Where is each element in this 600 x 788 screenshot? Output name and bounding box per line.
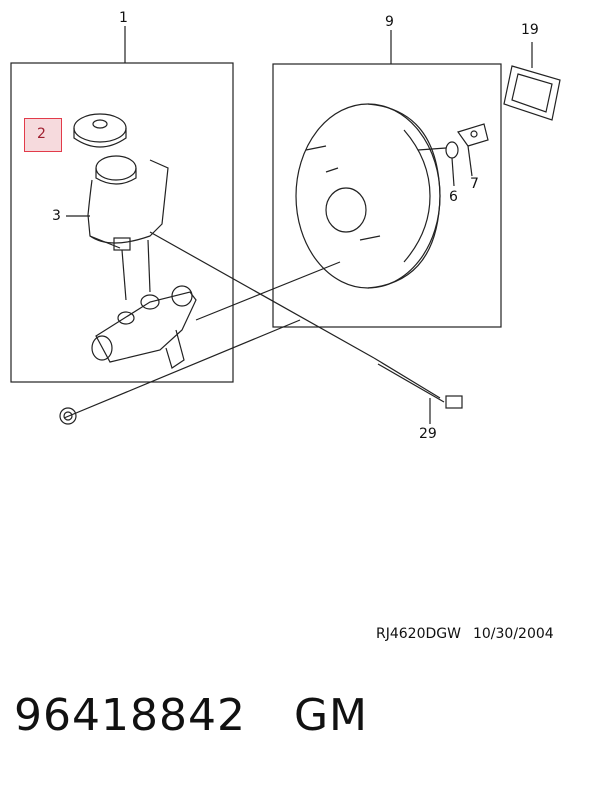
callout-2-highlight — [24, 118, 62, 152]
diagram-date: 10/30/2004 — [472, 626, 554, 642]
part-number: 96418842 — [14, 690, 246, 741]
brake-booster-exploded-diagram — [10, 26, 561, 425]
callout-7[interactable]: 7 — [470, 176, 479, 192]
gasket-19-part — [503, 42, 561, 121]
leader-nut — [63, 319, 301, 419]
callout-9[interactable]: 9 — [385, 14, 394, 30]
assembly-1-frame — [10, 62, 234, 383]
diagram-code-line: RJ4620DGW 10/30/2004 — [376, 626, 554, 642]
sensor-29-part — [373, 357, 463, 424]
callout-19[interactable]: 19 — [521, 22, 539, 38]
assembly-9-frame — [272, 63, 502, 328]
clevis-7-part — [457, 123, 489, 177]
callout-3[interactable]: 3 — [52, 208, 61, 224]
callout-2[interactable]: 2 — [37, 126, 46, 142]
diagram-code: RJ4620DGW — [376, 626, 461, 642]
master-cylinder-part — [91, 239, 197, 369]
reservoir-part — [87, 155, 169, 251]
callout-29[interactable]: 29 — [419, 426, 437, 442]
leader-sensor — [149, 231, 375, 359]
reservoir-cap-part — [73, 113, 127, 148]
fitting-6-part — [445, 141, 459, 187]
part-number-line: 96418842 GM — [14, 690, 368, 741]
booster-part — [295, 103, 447, 289]
part-brand: GM — [293, 690, 369, 741]
callout-6[interactable]: 6 — [449, 189, 458, 205]
nut-part — [59, 407, 77, 425]
callout-1[interactable]: 1 — [119, 10, 128, 26]
